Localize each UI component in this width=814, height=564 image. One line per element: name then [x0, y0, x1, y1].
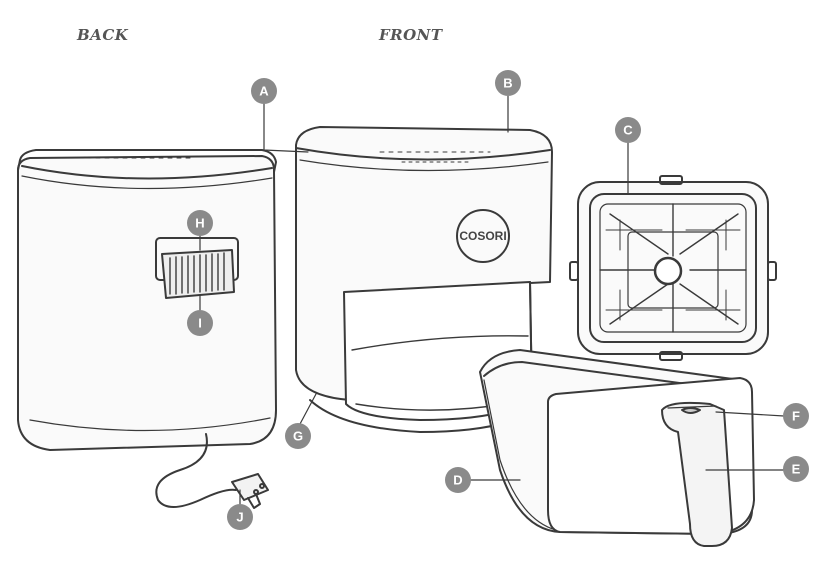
- svg-text:D: D: [453, 473, 462, 488]
- callout-c: C: [615, 117, 641, 143]
- back-unit: [17, 149, 277, 509]
- callout-i: I: [187, 310, 213, 336]
- svg-text:C: C: [623, 123, 633, 138]
- callout-h: H: [187, 210, 213, 236]
- svg-text:F: F: [792, 409, 800, 424]
- callout-b: B: [495, 70, 521, 96]
- basket: [479, 349, 755, 547]
- callout-j: J: [227, 504, 253, 530]
- brand-name: COSORI: [459, 229, 506, 243]
- leader-lines: [199, 95, 785, 505]
- svg-text:I: I: [198, 316, 202, 331]
- callout-g: G: [285, 423, 311, 449]
- crisper-plate: [569, 175, 777, 361]
- svg-text:J: J: [236, 510, 243, 525]
- back-vent: [155, 237, 239, 299]
- callout-f: F: [783, 403, 809, 429]
- svg-text:H: H: [195, 216, 204, 231]
- svg-text:E: E: [792, 462, 801, 477]
- callout-a: A: [251, 78, 277, 104]
- back-view-label: BACK: [77, 26, 129, 44]
- svg-text:G: G: [293, 429, 303, 444]
- svg-text:A: A: [259, 84, 269, 99]
- callout-markers: A B C D E F G H I J: [187, 70, 809, 530]
- basket-handle: [661, 401, 733, 547]
- front-view-label: FRONT: [379, 26, 443, 44]
- callout-d: D: [445, 467, 471, 493]
- brand-logo: [456, 209, 510, 263]
- callout-e: E: [783, 456, 809, 482]
- svg-text:B: B: [503, 76, 512, 91]
